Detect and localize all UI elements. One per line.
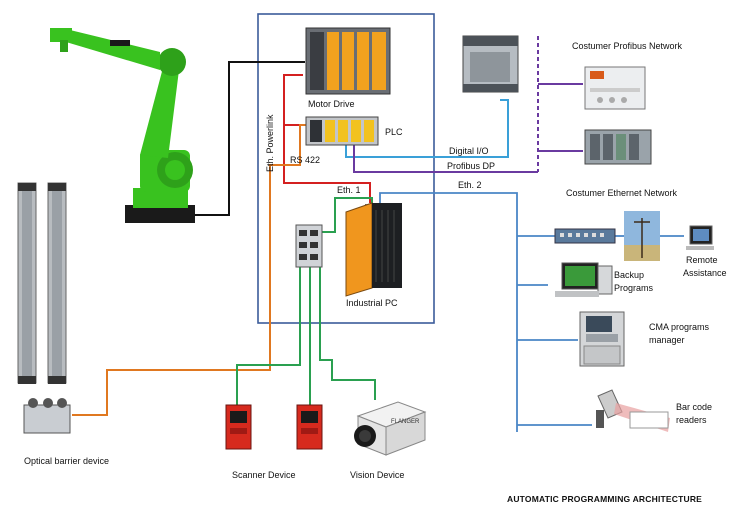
- vision-camera: [354, 401, 427, 456]
- switch-scanner1-line: [236, 265, 301, 405]
- digital-io-line: [345, 99, 509, 158]
- backup-label-1: Backup: [614, 270, 645, 280]
- costumer-profibus-label: Costumer Profibus Network: [572, 41, 683, 51]
- digital-io-label: Digital I/O: [449, 146, 489, 156]
- rs422-label: RS 422: [290, 155, 321, 165]
- remote-link-image: [624, 211, 660, 261]
- backup-programs-pc: [555, 262, 613, 297]
- motor-drive: [305, 27, 391, 95]
- costumer-ethernet-label: Costumer Ethernet Network: [566, 188, 678, 198]
- eth1-label: Eth. 1: [337, 185, 361, 195]
- robot-motor-link: [193, 61, 305, 216]
- robot-arm: [50, 28, 195, 223]
- profibus-dp-line: [353, 145, 538, 173]
- optical-barrier-label: Optical barrier device: [24, 456, 110, 466]
- eth-powerlink-label: Eth. Powerlink: [265, 114, 275, 172]
- profibus-rack-device: [584, 129, 652, 165]
- camera-brand-label: FLANGER: [391, 419, 420, 425]
- remote-assistance-label-2: Assistance: [683, 268, 727, 278]
- plc-device: [305, 116, 379, 146]
- cma-label-2: manager: [649, 335, 685, 345]
- field-ethernet-switch: [295, 224, 323, 268]
- vision-label: Vision Device: [350, 470, 405, 480]
- industrial-pc: [345, 202, 402, 297]
- light-curtains: [17, 182, 71, 434]
- eth-powerlink-line: [283, 74, 371, 203]
- architecture-title: AUTOMATIC PROGRAMMING ARCHITECTURE: [507, 494, 703, 504]
- backup-label-2: Programs: [614, 283, 654, 293]
- eth2-label: Eth. 2: [458, 180, 482, 190]
- profibus-panel-device: [584, 66, 646, 110]
- cma-label-1: CMA programs: [649, 322, 710, 332]
- rs422-line: [72, 124, 330, 416]
- remote-assistance-label-1: Remote: [686, 255, 718, 265]
- cma-manager-terminal: [579, 311, 625, 367]
- control-cabinet-frame: [257, 13, 435, 324]
- remote-assistance-pc: [686, 225, 714, 250]
- scanner-label: Scanner Device: [232, 470, 296, 480]
- plc-label: PLC: [385, 127, 403, 137]
- scanner-device-1: [225, 404, 252, 450]
- motor-drive-label: Motor Drive: [308, 99, 355, 109]
- scanner-device-2: [296, 404, 323, 450]
- barcode-reader: [596, 389, 670, 432]
- barcode-label-2: readers: [676, 415, 707, 425]
- switch-vision-line: [319, 265, 376, 400]
- industrial-pc-label: Industrial PC: [346, 298, 398, 308]
- customer-ethernet-switch: [554, 228, 616, 244]
- barcode-label-1: Bar code: [676, 402, 713, 412]
- profibus-dp-label: Profibus DP: [447, 161, 496, 171]
- digital-io-plc: [462, 35, 519, 93]
